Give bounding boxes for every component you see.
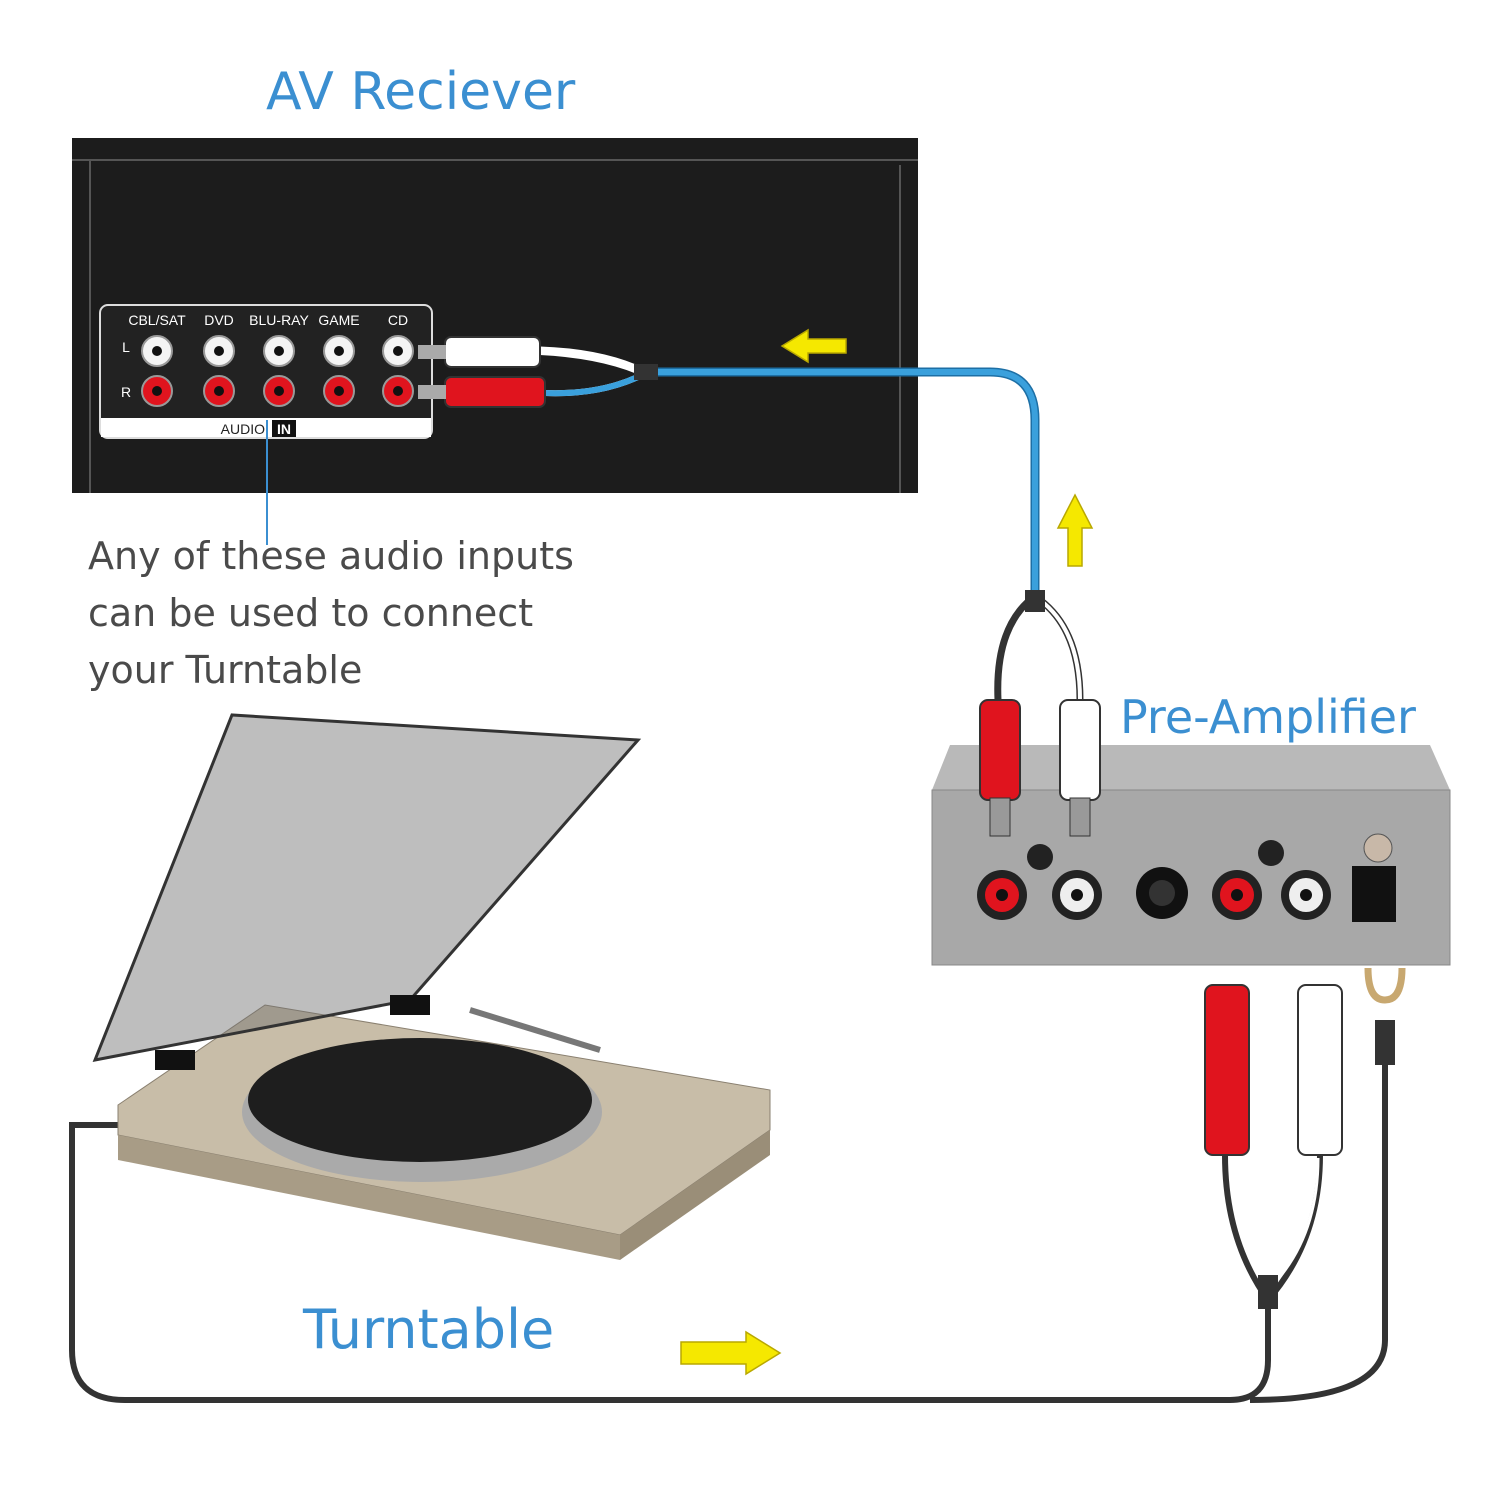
arrow-up-icon — [1056, 493, 1094, 567]
annotation-text: Any of these audio inputs can be used to… — [88, 528, 574, 699]
turntable — [92, 713, 771, 1260]
input-label: CBL/SAT — [128, 312, 186, 328]
arrow-right-icon — [680, 1330, 782, 1376]
rca-plug-red — [418, 376, 546, 408]
annotation-line: your Turntable — [88, 648, 363, 692]
audio-label: AUDIO — [221, 421, 265, 437]
input-label: BLU-RAY — [249, 312, 309, 328]
preamp-label: Pre-Amplifier — [1120, 690, 1416, 744]
receiver-label: AV Reciever — [266, 62, 576, 122]
annotation-line: Any of these audio inputs — [88, 534, 574, 578]
arrow-left-icon — [780, 328, 847, 364]
av-receiver: CBL/SAT DVD BLU-RAY GAME CD L R AUDIO IN — [72, 138, 918, 493]
pre-amplifier — [931, 699, 1451, 966]
input-label: DVD — [204, 312, 234, 328]
channel-label: L — [122, 339, 130, 355]
channel-label: R — [121, 384, 131, 400]
black-cable — [69, 1065, 1388, 1403]
input-label: CD — [388, 312, 408, 328]
turntable-label: Turntable — [303, 1298, 555, 1361]
in-label: IN — [277, 421, 291, 437]
input-label: GAME — [318, 312, 359, 328]
annotation-line: can be used to connect — [88, 591, 534, 635]
rca-plug-white — [418, 336, 541, 368]
